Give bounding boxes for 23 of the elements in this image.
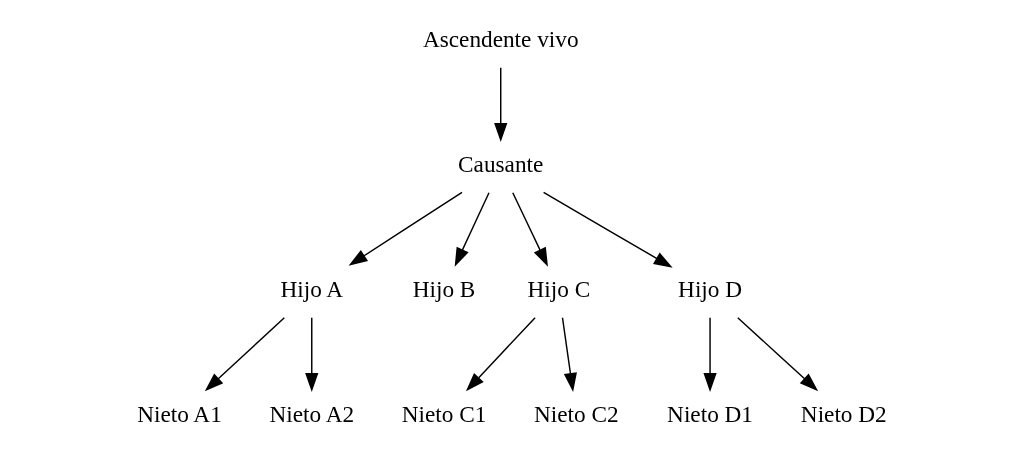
node-text: Nieto D2 (800, 400, 887, 427)
node-text: Nieto C2 (533, 400, 619, 427)
node-text: Nieto C1 (401, 400, 486, 427)
arrow (304, 316, 318, 392)
node-text: Nieto A2 (268, 400, 354, 427)
arrow (348, 191, 463, 266)
arrow (465, 316, 536, 391)
arrow (702, 316, 717, 392)
node-text: Causante (457, 150, 543, 177)
arrow (511, 191, 548, 267)
node-text: Hijo C (527, 275, 590, 302)
arrow (561, 316, 577, 392)
node-text: Ascendente vivo (422, 25, 579, 51)
arrow (542, 191, 673, 268)
arrow (454, 191, 490, 267)
node-text: Hijo A (279, 275, 343, 302)
node-text: Hijo B (412, 275, 475, 302)
arrow (736, 316, 818, 391)
node-text: Nieto A1 (136, 400, 222, 427)
arrow (493, 66, 507, 142)
arrow (204, 316, 285, 391)
node-text: Nieto D1 (666, 400, 753, 427)
node-text: Hijo D (677, 275, 742, 302)
